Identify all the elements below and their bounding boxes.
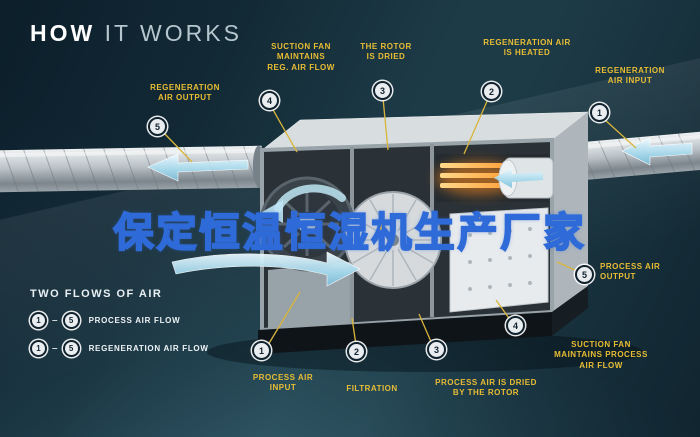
base-front xyxy=(258,312,552,354)
legend-label-regeneration-air: REGENERATION AIR FLOW xyxy=(88,344,209,353)
label-process-air-output: PROCESS AIR OUTPUT xyxy=(600,262,661,282)
heater-flow-arrow xyxy=(494,168,543,188)
label-process-air-dried: PROCESS AIR IS DRIED BY THE ROTOR xyxy=(435,378,537,398)
step-coin-process-output: 5 xyxy=(575,265,594,284)
legend-row-regeneration-air: 1 – 5 REGENERATION AIR FLOW xyxy=(30,340,209,357)
legend-row-process-air: 1 – 5 PROCESS AIR FLOW xyxy=(30,312,209,329)
legend-dash: – xyxy=(52,343,58,354)
legend-coin-reg-from: 1 xyxy=(30,340,47,357)
step-coin-filtration: 2 xyxy=(347,342,366,361)
label-filtration: FILTRATION xyxy=(346,384,398,393)
legend-coin-process-from: 1 xyxy=(30,312,47,329)
label-suction-fan-reg: SUCTION FAN MAINTAINS REG. AIR FLOW xyxy=(267,42,335,72)
label-regeneration-air-input: REGENERATION AIR INPUT xyxy=(595,66,665,86)
dehumidifier-cabinet xyxy=(258,111,589,354)
legend-coin-process-to: 5 xyxy=(62,312,80,329)
label-reg-air-heated: REGENERATION AIR IS HEATED xyxy=(483,38,571,58)
label-suction-fan-process: SUCTION FAN MAINTAINS PROCESS AIR FLOW xyxy=(554,340,648,370)
page-title: HOW IT WORKS xyxy=(30,20,242,47)
label-process-air-input: PROCESS AIR INPUT xyxy=(252,373,314,393)
legend-coin-reg-to: 5 xyxy=(62,340,80,357)
airflow-arrows xyxy=(147,137,693,287)
reg-output-arrow xyxy=(147,153,249,182)
step-coin-rotor-dried: 3 xyxy=(373,81,392,100)
step-coin-reg-output: 5 xyxy=(148,117,167,136)
fan-swirl-arrowhead xyxy=(262,200,283,223)
legend: TWO FLOWS OF AIR 1 – 5 PROCESS AIR FLOW … xyxy=(30,288,209,368)
step-coin-reg-heated: 2 xyxy=(482,82,501,101)
title-light: IT WORKS xyxy=(104,20,242,46)
reg-input-arrow xyxy=(621,137,693,166)
legend-dash: – xyxy=(52,315,58,326)
process-input-arrow xyxy=(171,251,361,287)
callout-lines xyxy=(162,97,637,346)
label-rotor-is-dried: THE ROTOR IS DRIED xyxy=(360,42,412,62)
step-coin-process-dried: 3 xyxy=(427,340,446,359)
step-coin-suction-process: 4 xyxy=(506,316,525,335)
cabinet-right-face xyxy=(552,112,588,312)
title-bold: HOW xyxy=(30,20,96,46)
label-regeneration-air-output: REGENERATION AIR OUTPUT xyxy=(150,83,220,103)
base-side xyxy=(552,286,588,336)
legend-title: TWO FLOWS OF AIR xyxy=(30,288,163,300)
watermark-text: 保定恒温恒湿机生产厂家 xyxy=(113,210,587,256)
step-coin-suction-reg: 4 xyxy=(260,91,279,110)
legend-label-process-air: PROCESS AIR FLOW xyxy=(88,316,181,325)
step-coin-process-input: 1 xyxy=(252,341,271,360)
desiccant-rotor xyxy=(344,191,442,289)
interior-panel xyxy=(449,207,549,313)
step-coin-reg-input: 1 xyxy=(590,103,609,122)
